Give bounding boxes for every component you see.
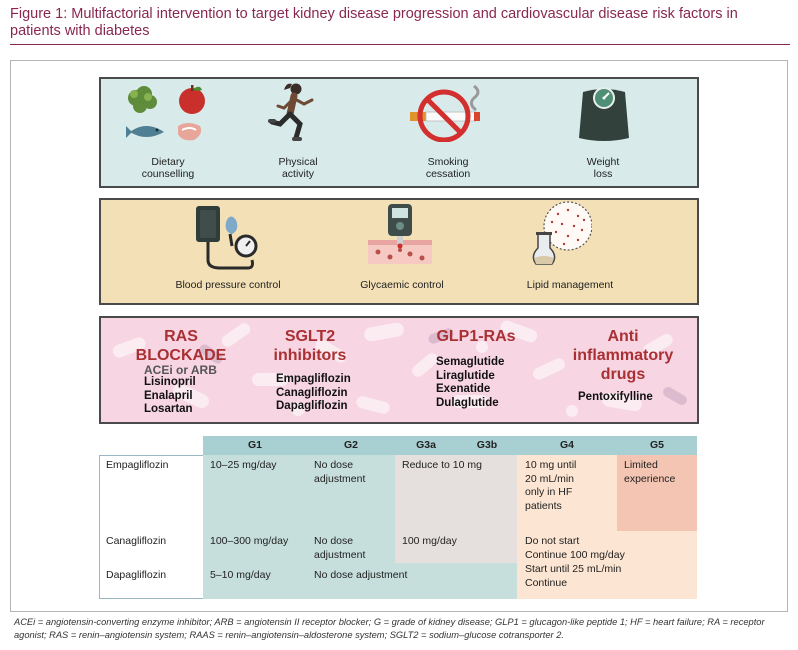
anti-inflammatory-title: Anti inflammatory drugs [572,328,674,383]
weight-loss-label: Weight loss [586,156,620,180]
scale-icon [579,87,629,141]
glp1-ras-title: GLP1-RAs [436,328,516,345]
lipid-flask-icon [532,201,592,265]
header-g5: G5 [649,439,664,451]
row-empagliflozin-g1: 10–25 mg/day [210,459,277,471]
header-g3b: G3b [476,439,498,451]
drug-liraglutide: Liraglutide [436,369,495,382]
drug-losartan: Losartan [144,403,193,415]
region-g1-g2 [203,455,395,563]
row-canagliflozin-g1: 100–300 mg/day [210,535,289,547]
drug-dulaglutide: Dulaglutide [436,396,499,409]
pill-background-icon [112,320,687,417]
runner-icon [268,83,314,141]
drug-enalapril: Enalapril [144,389,193,402]
drug-name-column [99,455,203,599]
drug-semaglutide: Semaglutide [436,356,505,368]
drug-exenatide: Exenatide [436,383,491,395]
glp1-ras-drug-list: Semaglutide Liraglutide Exenatide Dulagl… [436,356,504,410]
drug-dapagliflozin: Dapagliflozin [276,400,348,412]
blood-pressure-monitor-icon [196,206,258,270]
row-empagliflozin-g2: No dose adjustment [314,459,366,485]
lipid-management-label: Lipid management [526,279,614,291]
row-dapagliflozin-g1: 5–10 mg/day [210,569,271,581]
region-dapa-g1-g3 [203,563,517,599]
figure-footnote: ACEi = angiotensin-converting enzyme inh… [14,617,765,640]
header-g4: G4 [559,439,574,451]
sglt2-drug-list: Empagliflozin Canagliflozin Dapagliflozi… [276,373,351,414]
row-canagliflozin-name: Canagliflozin [106,535,167,547]
row-empagliflozin-g4: 10 mg until 20 mL/min only in HF patient… [525,459,577,512]
glycaemic-control-label: Glycaemic control [360,279,444,291]
header-g2: G2 [343,439,358,451]
row-dapagliflozin-g2: No dose adjustment [314,569,408,581]
ras-blockade-subtitle: ACEi or ARB [144,363,217,377]
drug-pentoxifylline: Pentoxifylline [578,391,653,403]
row-dapagliflozin-g4: Start until 25 mL/min Continue [525,563,622,589]
row-empagliflozin-g5: Limited experience [624,459,676,485]
physical-activity-label: Physical activity [278,156,318,180]
figure-title: Figure 1: Multifactorial intervention to… [10,6,738,39]
row-empagliflozin-name: Empagliflozin [106,459,169,471]
header-g3a: G3a [416,439,436,451]
header-g1: G1 [247,439,262,451]
ras-blockade-drug-list: Lisinopril Enalapril Losartan [144,376,196,417]
title-divider [10,44,790,45]
row-dapagliflozin-name: Dapagliflozin [106,569,167,581]
row-canagliflozin-g4: Do not start Continue 100 mg/day [525,535,625,561]
table-header-bar [203,436,697,455]
dietary-counselling-label: Dietary counselling [141,156,195,180]
glucometer-icon [368,204,432,264]
figure-frame [10,60,788,612]
row-empagliflozin-g3: Reduce to 10 mg [402,459,482,471]
region-g3 [395,455,517,563]
sglt2-title: SGLT2 inhibitors [273,328,347,364]
no-smoking-icon [410,84,480,142]
ras-blockade-title: RAS BLOCKADE [135,328,227,364]
drug-canagliflozin: Canagliflozin [276,386,348,399]
row-canagliflozin-g3: 100 mg/day [402,535,457,547]
blood-pressure-control-label: Blood pressure control [175,279,281,291]
drug-empagliflozin: Empagliflozin [276,373,351,385]
anti-inflammatory-drug-list: Pentoxifylline [578,391,653,405]
food-icon [126,85,205,141]
region-g5-empa [617,455,697,531]
drug-lisinopril: Lisinopril [144,376,196,388]
smoking-cessation-label: Smoking cessation [425,156,471,180]
row-canagliflozin-g2: No dose adjustment [314,535,366,561]
